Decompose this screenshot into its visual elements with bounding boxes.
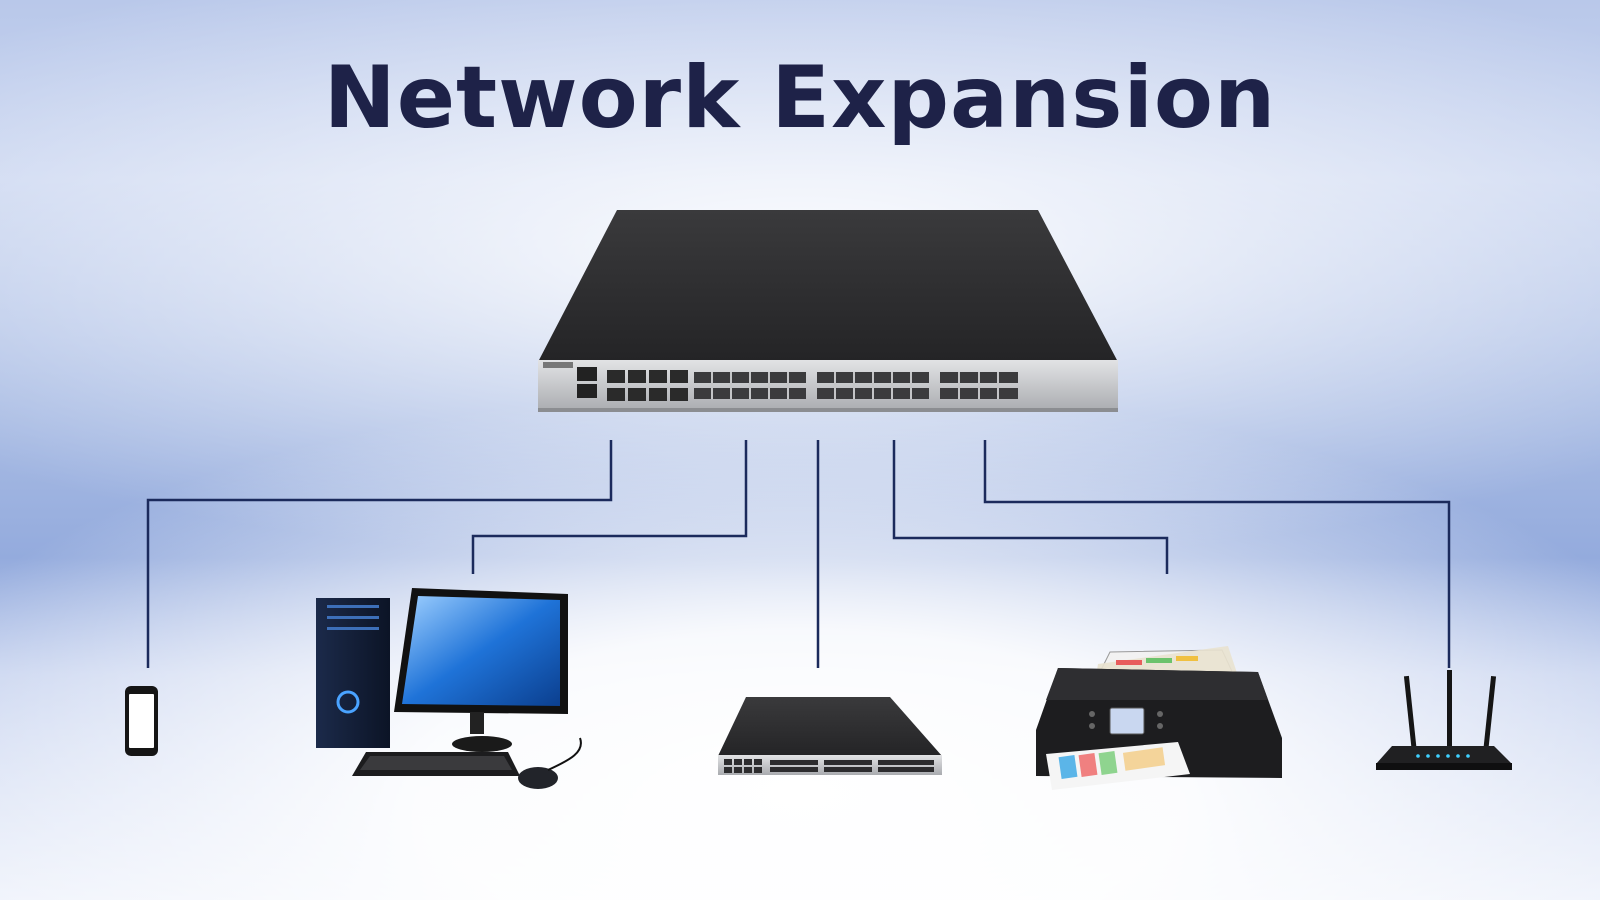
smartphone-icon [125, 686, 158, 756]
desktop-computer-icon [316, 588, 582, 789]
core-switch [538, 210, 1118, 412]
connector-lines [146, 440, 1451, 668]
network-switch-icon [718, 697, 942, 775]
connector-line-desktop-pc [471, 440, 748, 574]
printer-icon [1036, 646, 1282, 790]
access-switch [718, 697, 942, 775]
connector-line-smartphone [146, 440, 613, 668]
wifi-router-icon [1376, 670, 1512, 770]
connector-line-router [983, 440, 1451, 668]
page-title: Network Expansion [323, 48, 1277, 148]
network-switch-icon [538, 210, 1118, 412]
smartphone [125, 686, 158, 756]
router [1376, 670, 1512, 770]
connector-line-printer [892, 440, 1169, 574]
desktop-pc [316, 588, 582, 789]
printer [1036, 646, 1282, 790]
